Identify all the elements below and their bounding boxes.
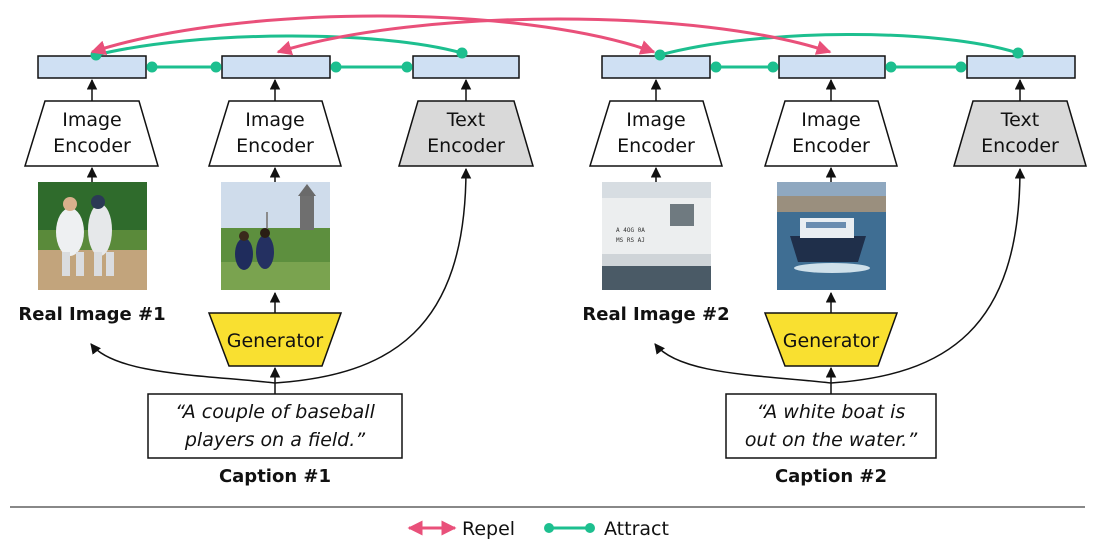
attract-legend-icon	[544, 523, 595, 533]
image-encoder-2b-label-1: Image	[801, 109, 861, 131]
text-encoder-2-label-1: Text	[1000, 109, 1039, 131]
caption-2-label: Caption #2	[775, 466, 887, 487]
generated-image-2	[777, 182, 886, 290]
image-encoder-2b-label-2: Encoder	[792, 135, 870, 157]
image-encoder-1a	[23, 100, 160, 167]
real-image-2: A 4OG 0A MS RS AJ	[602, 182, 711, 290]
generator-2	[763, 312, 899, 367]
real-image-2-hull-text-2: MS RS AJ	[616, 237, 645, 244]
repel-legend-label: Repel	[462, 518, 515, 540]
image-encoder-1b	[207, 100, 343, 167]
text-encoder-1-label-2: Encoder	[427, 135, 505, 157]
text-encoder-1-label-1: Text	[446, 109, 485, 131]
text-encoder-1	[397, 100, 535, 167]
real-image-embedding-1	[37, 55, 147, 79]
generator-2-label: Generator	[783, 330, 880, 352]
text-embedding-1	[412, 55, 520, 79]
caption-2-line-1: “A white boat is	[757, 401, 906, 423]
image-encoder-2b	[763, 100, 899, 167]
caption-1-label: Caption #1	[219, 466, 331, 487]
image-encoder-2a	[588, 100, 724, 167]
text-encoder-2	[952, 100, 1088, 167]
generator-1-label: Generator	[227, 330, 324, 352]
text-encoder-2-label-2: Encoder	[981, 135, 1059, 157]
real-image-1-label: Real Image #1	[18, 304, 165, 325]
image-encoder-2a-label-2: Encoder	[617, 135, 695, 157]
attract-legend-label: Attract	[604, 518, 669, 540]
image-encoder-2a-label-1: Image	[626, 109, 686, 131]
repel-connections	[90, 14, 832, 56]
caption-2-line-2: out on the water.”	[745, 429, 918, 451]
panel-1: Image Encoder Image Encoder Text Encoder	[18, 55, 535, 487]
generated-image-1	[221, 182, 330, 290]
real-image-2-label: Real Image #2	[582, 304, 729, 325]
real-image-2-hull-text-1: A 4OG 0A	[616, 227, 645, 234]
caption-1-line-1: “A couple of baseball	[175, 401, 375, 423]
image-encoder-1a-label-1: Image	[62, 109, 122, 131]
image-encoder-1a-label-2: Encoder	[53, 135, 131, 157]
caption-1-line-2: players on a field.”	[184, 429, 365, 451]
caption-box-2	[725, 393, 937, 459]
real-image-1	[38, 182, 147, 290]
generated-image-embedding-1	[221, 55, 331, 79]
panel-2: Image Encoder Image Encoder Text Encoder…	[582, 55, 1088, 487]
generator-1	[207, 312, 343, 367]
image-encoder-1b-label-2: Encoder	[236, 135, 314, 157]
legend: Repel Attract	[407, 518, 669, 540]
real-image-embedding-2	[601, 55, 711, 79]
image-encoder-1b-label-1: Image	[245, 109, 305, 131]
text-embedding-2	[966, 55, 1076, 79]
generated-image-embedding-2	[778, 55, 886, 79]
